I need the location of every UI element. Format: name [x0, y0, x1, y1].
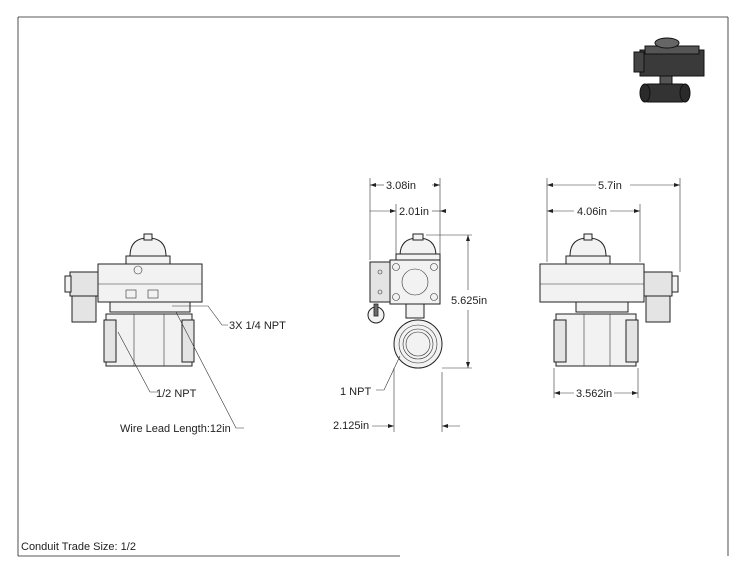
label-pipe-side: 1/2 NPT [156, 388, 197, 400]
dim-side-inner-width: 4.06in [577, 206, 607, 218]
sheet-border [17, 16, 729, 557]
label-wire-lead: Wire Lead Length:12in [120, 423, 231, 435]
left-side-view [64, 233, 244, 429]
dim-front-width: 3.08in [386, 180, 416, 192]
label-pipe-front: 1 NPT [340, 386, 371, 398]
conduit-note: Conduit Trade Size: 1/2 [21, 541, 136, 553]
right-side-view [539, 233, 679, 367]
dim-height: 5.625in [451, 295, 487, 307]
dim-front-inner-width: 2.01in [399, 206, 429, 218]
dim-side-width: 5.7in [598, 180, 622, 192]
label-npt-ports: 3X 1/4 NPT [229, 320, 286, 332]
dim-port-offset: 2.125in [333, 420, 369, 432]
front-view-dimensions [369, 178, 472, 432]
dim-side-body-width: 3.562in [576, 388, 612, 400]
iso-thumbnail [633, 37, 705, 103]
right-view-dimensions [546, 178, 681, 398]
front-view [367, 233, 443, 391]
